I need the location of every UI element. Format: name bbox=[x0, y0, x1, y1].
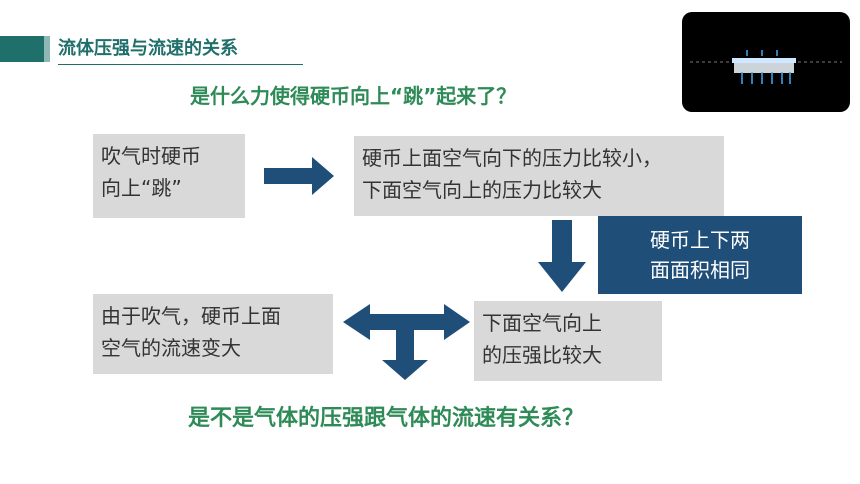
title-underline bbox=[58, 64, 303, 65]
arrow-double-icon bbox=[343, 304, 470, 380]
section-marker bbox=[0, 36, 50, 62]
box-flow-speed: 由于吹气，硬币上面 空气的流速变大 bbox=[93, 294, 333, 374]
question-bottom: 是不是气体的压强跟气体的流速有关系？ bbox=[188, 406, 585, 431]
box-line: 由于吹气，硬币上面 bbox=[101, 304, 281, 328]
box-line: 下面空气向上 bbox=[482, 311, 602, 335]
box-pressure-lower: 下面空气向上 的压强比较大 bbox=[474, 301, 662, 381]
box-blow-jump: 吹气时硬币 向上“跳” bbox=[93, 134, 245, 218]
box-line: 吹气时硬币 bbox=[101, 144, 201, 168]
box-line: 空气的流速变大 bbox=[101, 336, 241, 360]
video-thumbnail[interactable] bbox=[682, 12, 850, 112]
arrow-down-icon bbox=[538, 220, 586, 292]
box-line: 硬币上下两 bbox=[650, 228, 750, 252]
box-pressure-compare: 硬币上面空气向下的压力比较小， 下面空气向上的压力比较大 bbox=[354, 136, 724, 216]
airflow-demo-icon bbox=[690, 50, 842, 84]
box-line: 面面积相同 bbox=[650, 258, 750, 282]
section-title: 流体压强与流速的关系 bbox=[58, 38, 238, 59]
box-line: 的压强比较大 bbox=[482, 343, 602, 367]
arrow-right-icon bbox=[264, 157, 334, 195]
question-top: 是什么力使得硬币向上“跳”起来了？ bbox=[190, 84, 517, 108]
box-line: 向上“跳” bbox=[101, 176, 182, 200]
box-same-area: 硬币上下两 面面积相同 bbox=[598, 216, 802, 294]
box-line: 硬币上面空气向下的压力比较小， bbox=[362, 146, 662, 170]
box-line: 下面空气向上的压力比较大 bbox=[362, 178, 602, 202]
